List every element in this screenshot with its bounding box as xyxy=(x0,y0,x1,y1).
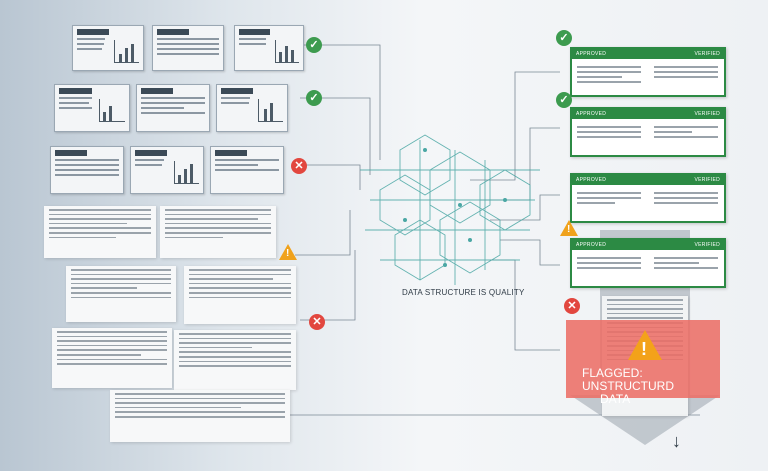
check-icon: ✓ xyxy=(556,30,572,46)
flagged-label-line1: FLAGGED: UNSTRUCTURD xyxy=(582,366,674,393)
structured-doc-6 xyxy=(216,84,288,132)
check-icon: ✓ xyxy=(556,92,572,108)
arrow-down-icon: ↓ xyxy=(672,431,681,451)
structured-doc-8 xyxy=(130,146,204,194)
check-icon: ✓ xyxy=(306,90,322,106)
flagged-label: FLAGGED: UNSTRUCTURD DATA xyxy=(582,367,722,406)
structured-doc-4 xyxy=(54,84,130,132)
cross-icon: ✕ xyxy=(309,314,325,330)
unstructured-page-5 xyxy=(52,328,172,388)
unstructured-page-7 xyxy=(110,390,290,442)
unstructured-page-3 xyxy=(66,266,176,322)
unstructured-page-1 xyxy=(44,206,156,258)
flagged-label-line2: DATA xyxy=(600,392,631,406)
warning-icon: ! xyxy=(628,330,662,360)
structured-doc-1 xyxy=(72,25,144,71)
structured-doc-5 xyxy=(136,84,210,132)
structured-doc-7 xyxy=(50,146,124,194)
unstructured-page-2 xyxy=(160,206,276,258)
check-icon: ✓ xyxy=(306,37,322,53)
unstructured-page-6 xyxy=(174,330,296,390)
cross-icon: ✕ xyxy=(291,158,307,174)
structured-doc-3 xyxy=(234,25,304,71)
cross-icon: ✕ xyxy=(564,298,580,314)
unstructured-page-4 xyxy=(184,266,296,324)
structured-doc-2 xyxy=(152,25,224,71)
center-label: DATA STRUCTURE IS QUALITY xyxy=(402,288,525,297)
structured-doc-9 xyxy=(210,146,284,194)
warning-icon: ! xyxy=(560,220,578,236)
warning-icon: ! xyxy=(279,244,297,260)
